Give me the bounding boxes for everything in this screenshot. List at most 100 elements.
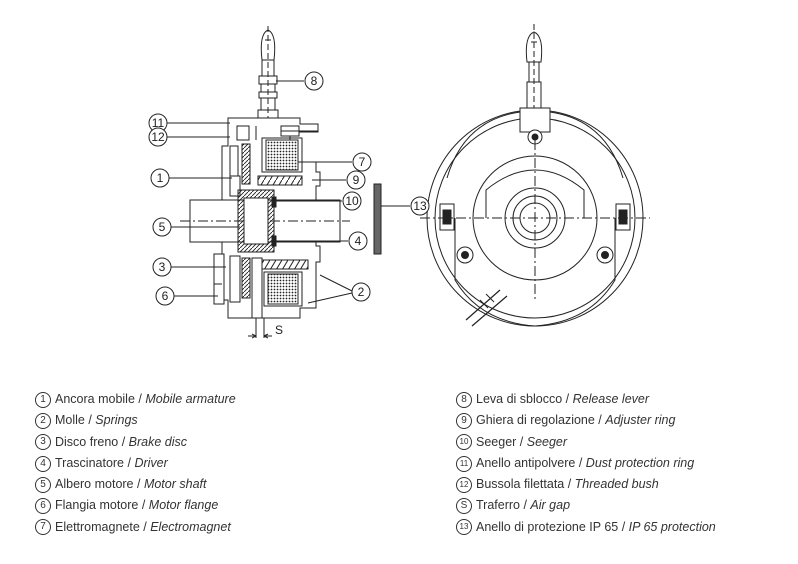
legend-italian-term: Seeger xyxy=(476,434,517,449)
svg-text:5: 5 xyxy=(159,220,166,234)
callout-2: 2 xyxy=(351,282,371,302)
legend-english-term: Driver xyxy=(134,455,168,470)
svg-text:2: 2 xyxy=(358,285,365,299)
legend-english-term: Air gap xyxy=(530,498,571,513)
legend-english-term: Adjuster ring xyxy=(605,413,676,428)
legend-item-4: 4 Trascinatore / Driver xyxy=(35,453,236,474)
legend-separator: / xyxy=(594,413,606,428)
ip65-protection-ring xyxy=(373,183,382,255)
svg-text:6: 6 xyxy=(162,289,169,303)
callout-8: 8 xyxy=(304,71,324,91)
svg-text:10: 10 xyxy=(345,194,359,208)
legend-english-term: Threaded bush xyxy=(574,477,659,492)
legend-italian-term: Anello di protezione IP 65 xyxy=(476,519,619,534)
legend-italian-term: Ghiera di regolazione xyxy=(476,413,595,428)
legend-separator: / xyxy=(133,477,144,492)
legend-item-13: 13 Anello di protezione IP 65 / IP 65 pro… xyxy=(456,517,716,538)
legend-number: 4 xyxy=(35,455,51,472)
brake-disc xyxy=(229,255,241,303)
callout-7: 7 xyxy=(352,152,372,172)
side-section-view xyxy=(180,26,350,339)
callout-9: 9 xyxy=(346,170,366,190)
svg-text:7: 7 xyxy=(359,155,366,169)
legend-item-s: S Traferro / Air gap xyxy=(456,495,716,516)
brake-diagram: 8 11 12 1 5 3 6 7 9 10 4 13 2 S xyxy=(148,24,650,339)
legend-separator: / xyxy=(520,498,531,513)
legend-number: 5 xyxy=(35,476,51,493)
legend-separator: / xyxy=(138,498,149,513)
legend-english-term: Motor shaft xyxy=(143,477,207,492)
legend-item-12: 12 Bussola filettata / Threaded bush xyxy=(456,474,716,495)
callout-3: 3 xyxy=(152,257,172,277)
svg-text:3: 3 xyxy=(159,260,166,274)
legend-english-term: Dust protection ring xyxy=(585,455,695,470)
upper-coil xyxy=(265,139,299,171)
legend-separator: / xyxy=(139,519,151,534)
legend-english-term: Springs xyxy=(95,413,138,428)
legend-italian-term: Traferro xyxy=(476,498,520,513)
legend-separator: / xyxy=(575,455,586,470)
legend-italian-term: Ancora mobile xyxy=(55,392,135,406)
legend-separator: / xyxy=(562,392,573,406)
lower-coil xyxy=(267,273,299,305)
legend-number: 3 xyxy=(35,434,51,451)
legend-item-5: 5 Albero motore / Motor shaft xyxy=(35,474,236,495)
legend-number: 2 xyxy=(35,412,51,429)
air-gap-label: S xyxy=(275,323,283,337)
legend-item-10: 10 Seeger / Seeger xyxy=(456,432,716,453)
front-view xyxy=(420,24,650,327)
legend-number: 7 xyxy=(35,519,51,536)
callout-10: 10 xyxy=(342,191,362,211)
legend-italian-term: Anello antipolvere xyxy=(476,455,576,470)
legend-item-11: 11 Anello antipolvere / Dust protection r… xyxy=(456,453,716,474)
callout-12: 12 xyxy=(148,127,168,147)
legend-number: 1 xyxy=(35,391,51,408)
legend-number: 12 xyxy=(456,476,472,493)
legend-italian-term: Bussola filettata xyxy=(476,477,565,492)
lower-spring xyxy=(261,259,309,270)
legend-english-term: Mobile armature xyxy=(145,392,236,406)
legend-english-term: Motor flange xyxy=(148,498,219,513)
legend-english-term: Seeger xyxy=(526,434,568,449)
legend-item-7: 7 Elettromagnete / Electromagnet xyxy=(35,517,236,538)
legend-item-2: 2 Molle / Springs xyxy=(35,410,236,431)
svg-text:1: 1 xyxy=(157,171,164,185)
upper-spring xyxy=(257,175,303,186)
svg-text:12: 12 xyxy=(151,130,165,144)
legend-italian-term: Disco freno xyxy=(55,434,119,449)
legend-separator: / xyxy=(84,413,96,428)
legend-english-term: Electromagnet xyxy=(150,519,231,534)
release-lever xyxy=(257,26,279,121)
motor-flange-part xyxy=(213,253,225,305)
legend-english-term: IP 65 protection xyxy=(628,519,716,534)
legend-english-term: Brake disc xyxy=(128,434,188,449)
legend-italian-term: Trascinatore xyxy=(55,455,125,470)
callouts xyxy=(166,80,410,304)
legend-separator: / xyxy=(124,455,135,470)
callout-1: 1 xyxy=(150,168,170,188)
legend-separator: / xyxy=(564,477,575,492)
legend-number: 9 xyxy=(456,412,472,429)
svg-text:8: 8 xyxy=(311,74,318,88)
legend-number: 10 xyxy=(456,434,472,451)
legend-number: 11 xyxy=(456,455,472,472)
legend-italian-term: Molle xyxy=(55,413,85,428)
legend-item-3: 3 Disco freno / Brake disc xyxy=(35,432,236,453)
legend-number: 13 xyxy=(456,519,472,536)
legend-italian-term: Leva di sblocco xyxy=(476,392,563,406)
legend-left-column: 1 Ancora mobile / Mobile armature 2 Molle … xyxy=(35,389,236,538)
legend-italian-term: Elettromagnete xyxy=(55,519,140,534)
legend-item-9: 9 Ghiera di regolazione / Adjuster ring xyxy=(456,410,716,431)
legend-separator: / xyxy=(516,434,527,449)
callout-11: 11 xyxy=(148,113,168,133)
legend-number: 6 xyxy=(35,498,51,515)
legend-number: S xyxy=(456,498,472,515)
legend-separator: / xyxy=(618,519,629,534)
svg-text:13: 13 xyxy=(413,199,427,213)
legend-separator: / xyxy=(118,434,129,449)
legend-italian-term: Albero motore xyxy=(55,477,134,492)
